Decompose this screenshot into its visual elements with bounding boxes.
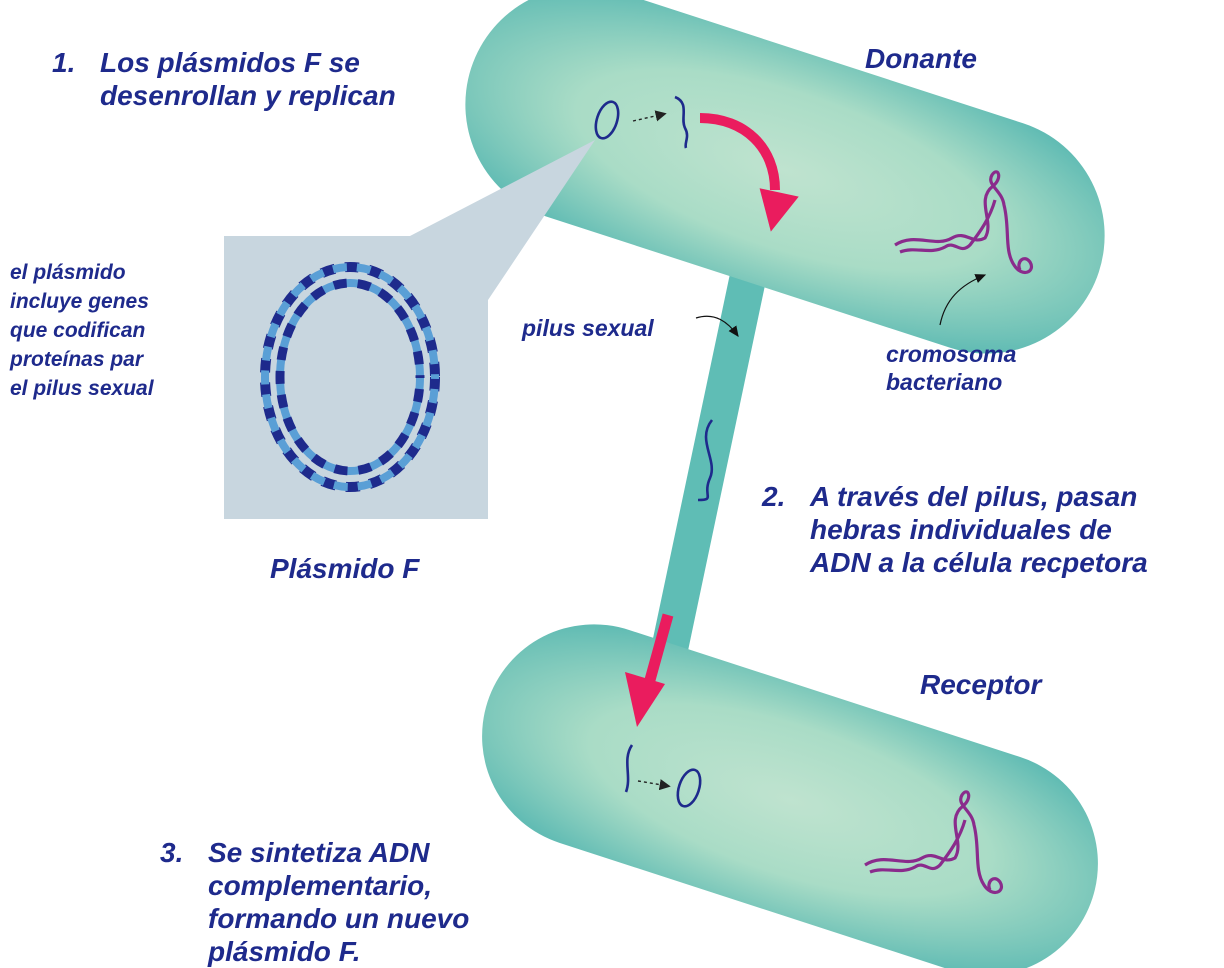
- step-2-line-2: hebras individuales de: [762, 513, 1148, 546]
- step-2-text: 2.A través del pilus, pasan hebras indiv…: [762, 480, 1148, 579]
- step-3-line-1: Se sintetiza ADN: [208, 837, 429, 868]
- step-1-line-2: desenrollan y replican: [52, 79, 396, 112]
- plasmid-note-line-5: el pilus sexual: [10, 374, 154, 403]
- step-2-line-3: ADN a la célula recpetora: [762, 546, 1148, 579]
- step-1-number: 1.: [52, 46, 100, 79]
- recipient-label: Receptor: [920, 668, 1041, 701]
- chromosome-label: cromosoma bacteriano: [886, 340, 1016, 396]
- chromosome-label-line-2: bacteriano: [886, 368, 1016, 396]
- plasmid-note: el plásmido incluye genes que codifican …: [10, 258, 154, 403]
- plasmid-note-line-1: el plásmido: [10, 258, 154, 287]
- step-2-number: 2.: [762, 480, 810, 513]
- plasmid-note-line-2: incluye genes: [10, 287, 154, 316]
- step-3-text: 3.Se sintetiza ADN complementario, forma…: [160, 836, 469, 968]
- step-2-line-1: A través del pilus, pasan: [810, 481, 1137, 512]
- step-3-number: 3.: [160, 836, 208, 869]
- step-3-line-2: complementario,: [160, 869, 469, 902]
- step-1-text: 1.Los plásmidos F se desenrollan y repli…: [52, 46, 396, 112]
- step-1-line-1: Los plásmidos F se: [100, 47, 360, 78]
- recipient-cell: [453, 595, 1127, 968]
- plasmid-note-line-3: que codifican: [10, 316, 154, 345]
- donor-label: Donante: [865, 42, 977, 75]
- pilus-label: pilus sexual: [522, 314, 654, 342]
- plasmid-note-line-4: proteínas par: [10, 345, 154, 374]
- plasmid-f-caption: Plásmido F: [270, 552, 419, 585]
- step-3-line-4: plásmido F.: [160, 935, 469, 968]
- step-3-line-3: formando un nuevo: [160, 902, 469, 935]
- chromosome-label-line-1: cromosoma: [886, 340, 1016, 368]
